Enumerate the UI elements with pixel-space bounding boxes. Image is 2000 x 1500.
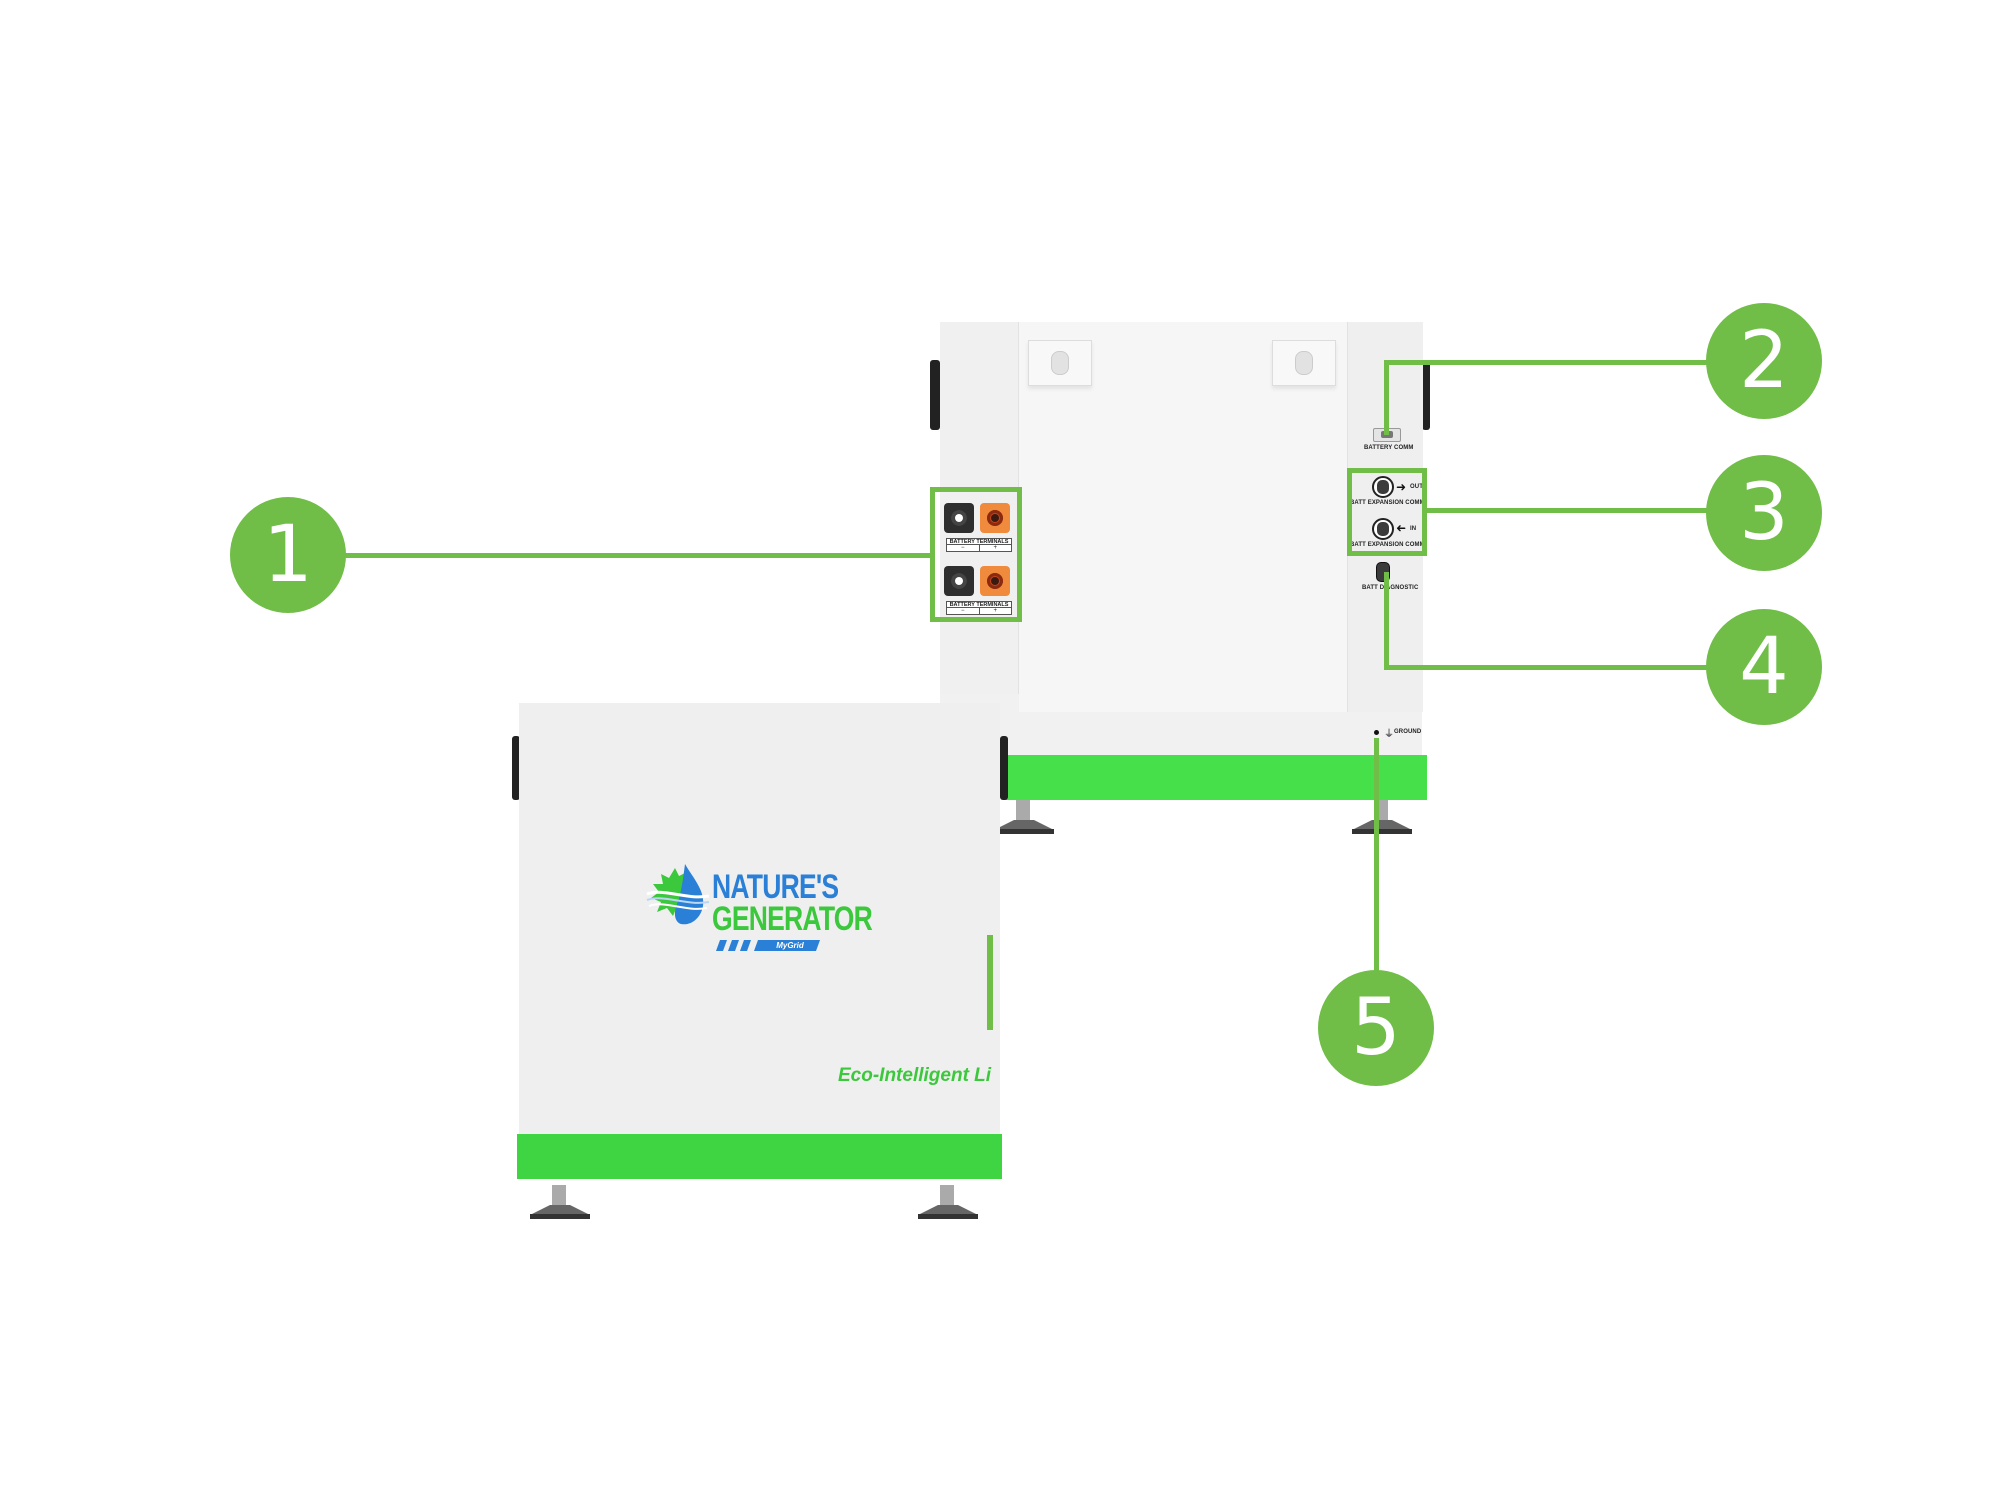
handle-left-icon xyxy=(512,736,520,800)
brand-name-line2: GENERATOR xyxy=(712,900,873,938)
ground-symbol-icon: ⏚ xyxy=(1384,729,1394,740)
callout-4-line-v xyxy=(1384,572,1389,670)
back-unit-base xyxy=(1003,755,1427,800)
arrow-right-icon: ➜ xyxy=(1396,480,1407,494)
callout-1-line xyxy=(340,553,932,558)
callout-1-badge[interactable]: 1 xyxy=(230,497,346,613)
callout-1-box xyxy=(930,487,1022,622)
callout-3-badge[interactable]: 3 xyxy=(1706,455,1822,571)
callout-5-badge[interactable]: 5 xyxy=(1318,970,1434,1086)
callout-2-line-v xyxy=(1384,360,1389,435)
callout-4-badge[interactable]: 4 xyxy=(1706,609,1822,725)
brand-name-line1: NATURE'S xyxy=(712,868,839,906)
front-unit-body xyxy=(519,703,1000,1136)
leveling-foot-icon xyxy=(1352,800,1412,834)
brand-stripes: MyGrid xyxy=(715,940,838,951)
callout-3-box xyxy=(1347,468,1427,556)
back-unit-center-panel xyxy=(1019,322,1347,712)
handle-left-icon xyxy=(930,360,940,430)
expansion-out-label: OUT xyxy=(1410,484,1423,490)
battery-terminals-label: BATTERY TERMINALS −+ xyxy=(946,538,1012,552)
handle-right-icon xyxy=(1422,360,1430,430)
terminal-positive-icon xyxy=(980,503,1010,533)
handle-right-icon xyxy=(1000,736,1008,800)
battery-comm-label: BATTERY COMM xyxy=(1364,445,1414,451)
wall-hanger-right xyxy=(1272,340,1336,386)
model-name: Eco-Intelligent Li xyxy=(838,1065,992,1086)
expansion-comm-label: BATT EXPANSION COMM xyxy=(1350,542,1425,548)
expansion-in-port-icon xyxy=(1372,518,1394,540)
front-unit-base xyxy=(517,1134,1002,1179)
diagnostic-label: BATT DIAGNOSTIC xyxy=(1362,585,1419,591)
callout-5-line xyxy=(1374,738,1379,974)
wall-hanger-left xyxy=(1028,340,1092,386)
ground-label: GROUND xyxy=(1394,729,1422,735)
callout-3-line xyxy=(1425,508,1715,513)
callout-2-badge[interactable]: 2 xyxy=(1706,303,1822,419)
expansion-out-port-icon xyxy=(1372,476,1394,498)
leveling-foot-icon xyxy=(530,1185,590,1219)
ground-screw-icon xyxy=(1374,730,1379,735)
leveling-foot-icon xyxy=(918,1185,978,1219)
battery-terminals-label: BATTERY TERMINALS −+ xyxy=(946,601,1012,615)
edge-accent xyxy=(987,935,993,1030)
terminal-positive-icon xyxy=(980,566,1010,596)
leveling-foot-icon xyxy=(994,800,1054,834)
expansion-comm-label: BATT EXPANSION COMM xyxy=(1350,500,1425,506)
expansion-in-label: IN xyxy=(1410,526,1417,532)
leaf-drop-logo-icon xyxy=(646,864,710,925)
callout-2-line-h xyxy=(1384,360,1714,365)
terminal-negative-icon xyxy=(944,503,974,533)
brand-sub-label: MyGrid xyxy=(776,941,804,950)
terminal-negative-icon xyxy=(944,566,974,596)
callout-4-line-h xyxy=(1384,665,1714,670)
